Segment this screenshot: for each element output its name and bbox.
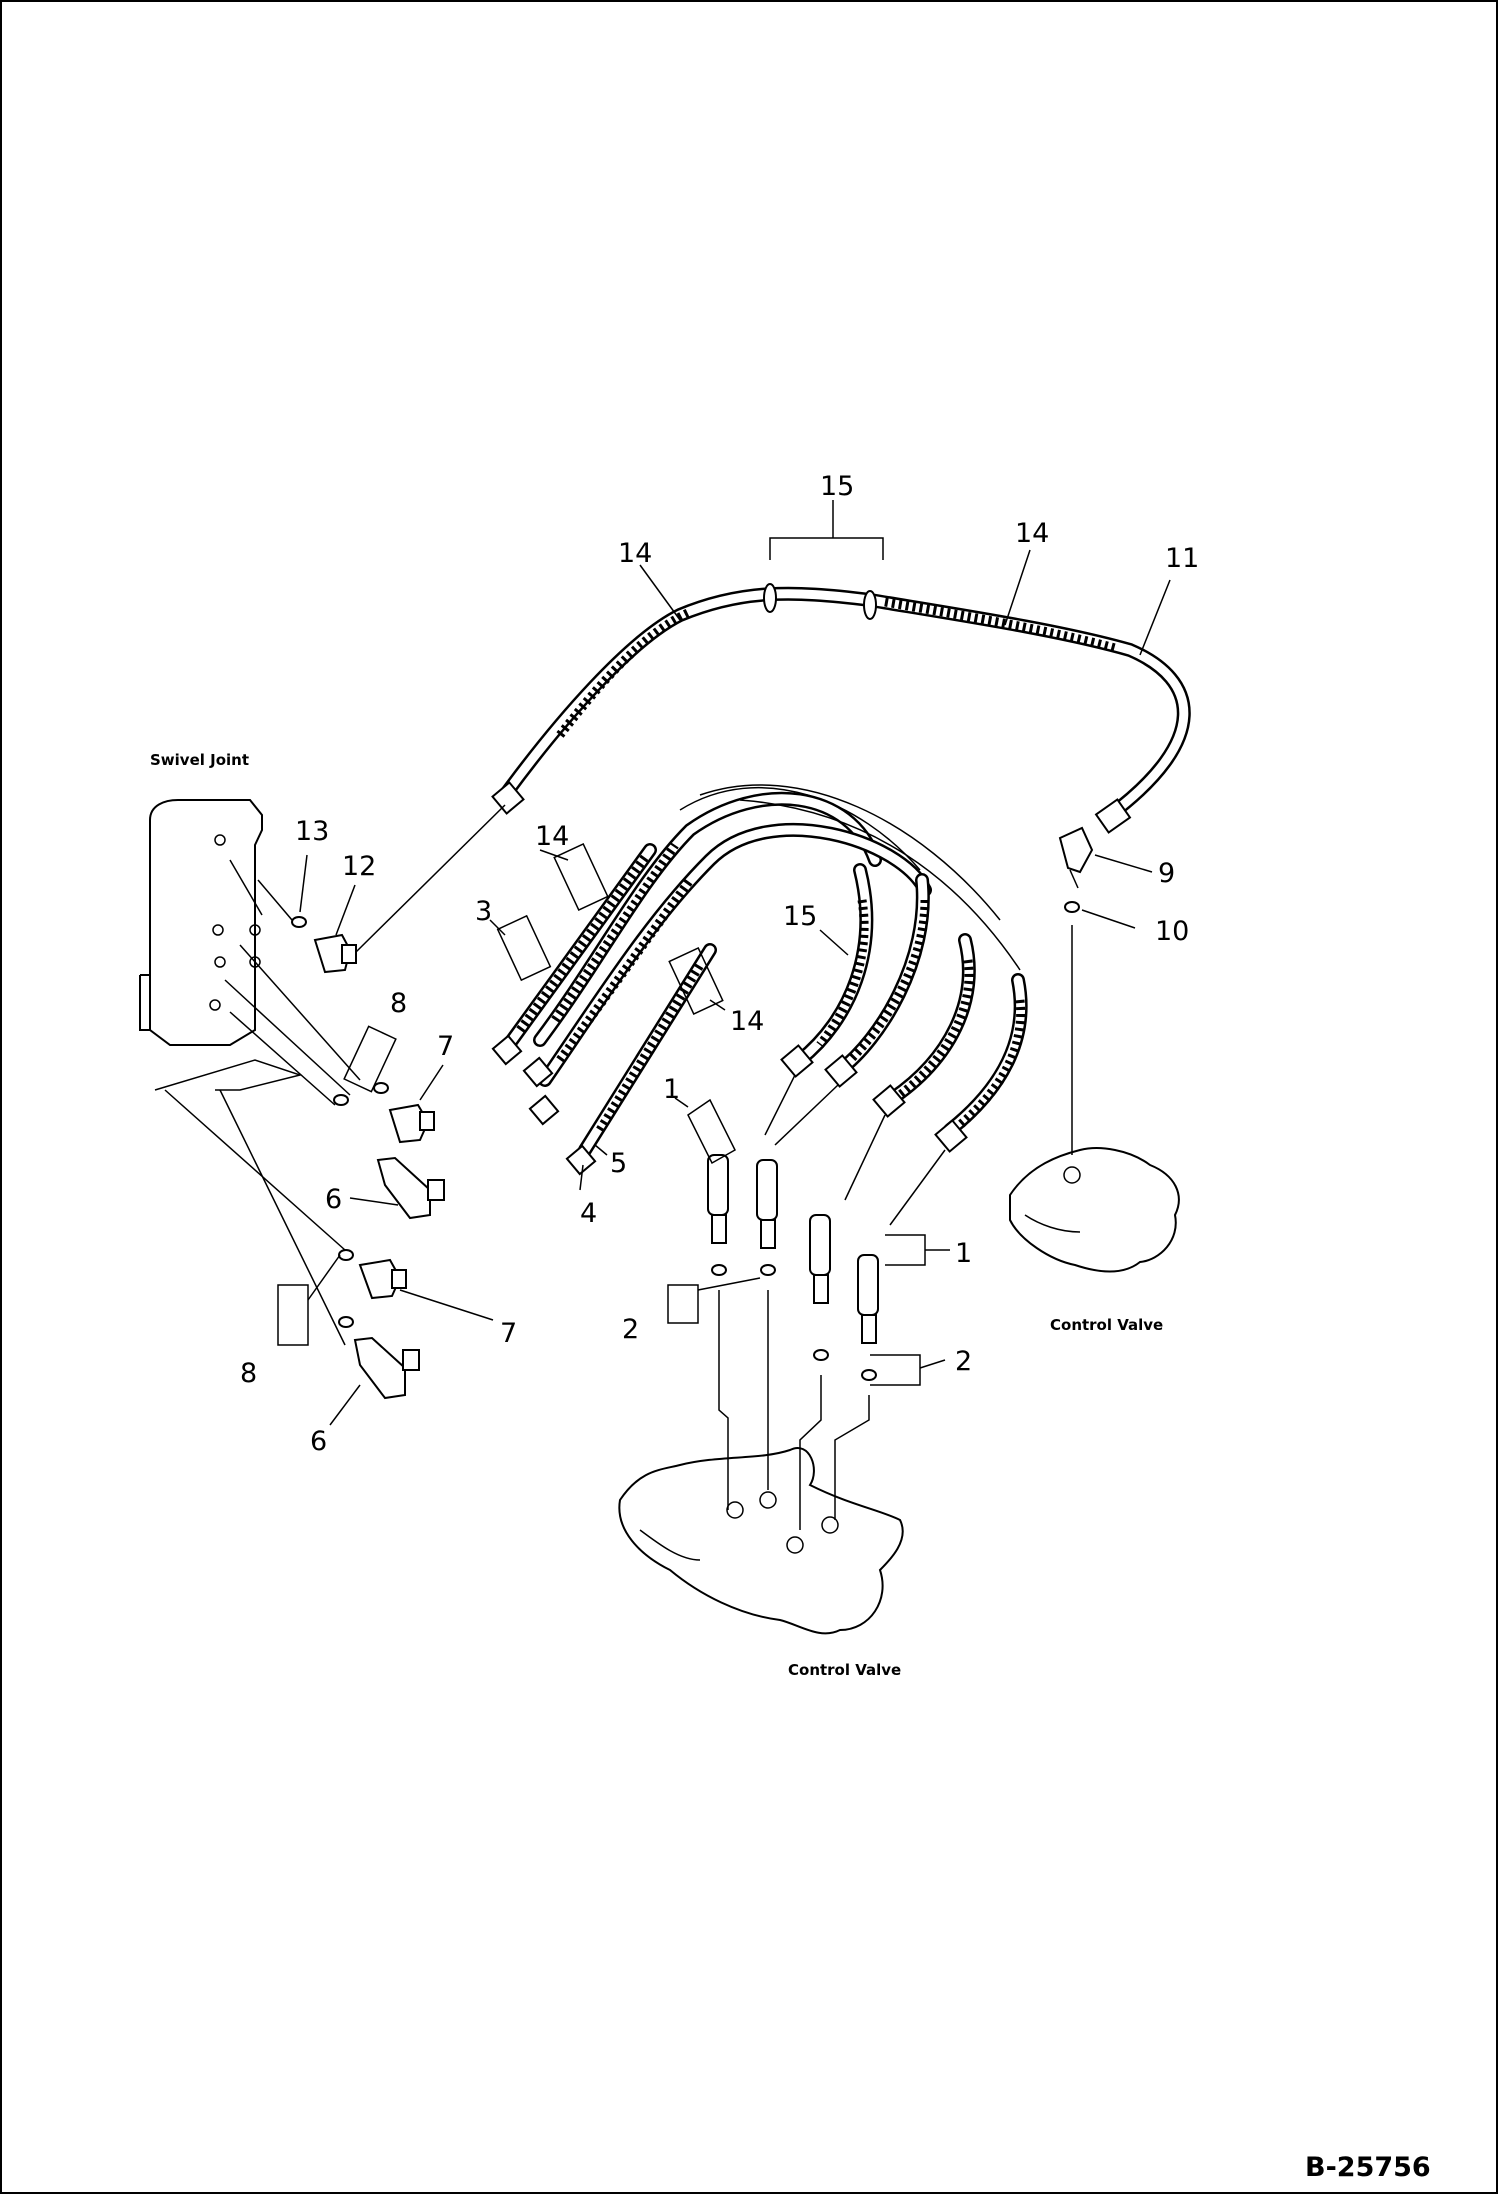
- hose-end-nut: [491, 781, 525, 815]
- swivel-leader-lines: [164, 879, 361, 1346]
- control-valve-right-label: Control Valve: [1050, 1316, 1163, 1334]
- elbow-fitting-6: [376, 1156, 445, 1220]
- callout-6-upper: 6: [325, 1184, 342, 1215]
- o-ring-10: [1064, 901, 1080, 913]
- control-valve-right: [1009, 1147, 1180, 1273]
- elbow-fitting-7: [388, 1103, 435, 1144]
- callout-7-upper: 7: [437, 1031, 454, 1062]
- callout-15-right: 15: [783, 901, 817, 932]
- callout-3: 3: [475, 896, 492, 927]
- swivel-joint-label: Swivel Joint: [150, 751, 249, 769]
- o-ring-13: [291, 916, 307, 928]
- valve-connection-lines: [718, 1290, 870, 1530]
- callout-10: 10: [1155, 916, 1189, 947]
- hose-end-nut: [1094, 798, 1132, 834]
- pilot-fittings-1: [707, 1154, 879, 1344]
- callout-6-lower: 6: [310, 1426, 327, 1457]
- elbow-fitting-9: [1058, 826, 1094, 889]
- o-ring-8: [333, 1094, 349, 1106]
- callout-4: 4: [580, 1198, 597, 1229]
- callout-2-left: 2: [622, 1314, 639, 1345]
- callout-8-upper: 8: [390, 988, 407, 1019]
- o-rings-2: [711, 1264, 877, 1381]
- upper-hose-assembly: [491, 583, 1191, 834]
- callout-9: 9: [1158, 858, 1175, 889]
- swivel-joint: [139, 799, 303, 1091]
- callout-numbers: 15 14 14 11 13 12 14 3 15 14 9 10 8 7 6 …: [240, 471, 1199, 1457]
- callout-11: 11: [1165, 543, 1199, 574]
- callout-1-left: 1: [663, 1074, 680, 1105]
- hose-clamp: [863, 590, 877, 620]
- callout-15-top: 15: [820, 471, 854, 502]
- callout-8-lower: 8: [240, 1358, 257, 1389]
- elbow-fitting-7: [358, 1258, 407, 1300]
- callout-12: 12: [342, 851, 376, 882]
- callout-14-left: 14: [618, 538, 652, 569]
- callout-1-right: 1: [955, 1238, 972, 1269]
- callout-2-right: 2: [955, 1346, 972, 1377]
- o-ring-8: [338, 1249, 354, 1261]
- middle-hose-group: [491, 784, 1021, 1176]
- drawing-number: B-25756: [1305, 2152, 1431, 2183]
- elbow-fitting-6: [353, 1336, 420, 1400]
- o-ring-8: [338, 1316, 354, 1328]
- lower-hose-group: [764, 863, 1028, 1226]
- callout-14-lower: 14: [730, 1006, 764, 1037]
- callout-14-mid: 14: [1015, 518, 1049, 549]
- control-valve-bottom-label: Control Valve: [788, 1661, 901, 1679]
- hose-clamp: [763, 583, 777, 613]
- callout-14-box: 14: [535, 821, 569, 852]
- callout-brackets: [277, 500, 1171, 1426]
- o-ring-8: [373, 1082, 389, 1094]
- control-valve-bottom: [618, 1447, 904, 1635]
- callout-5: 5: [610, 1148, 627, 1179]
- elbow-fitting-12: [313, 933, 357, 974]
- callout-7-lower: 7: [500, 1318, 517, 1349]
- callout-13: 13: [295, 816, 329, 847]
